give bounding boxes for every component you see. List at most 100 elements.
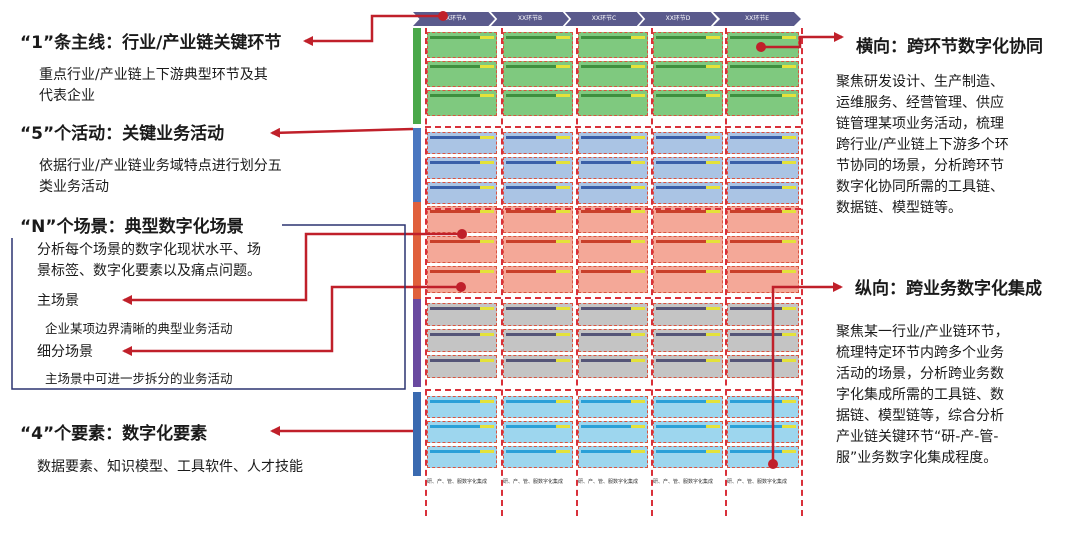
- scene-cell: [727, 90, 799, 116]
- scene-stripe: [656, 400, 720, 403]
- scene-stripe: [730, 94, 796, 97]
- scene-stripe: [506, 400, 570, 403]
- column-divider: [576, 28, 578, 516]
- main-line-title: “1”条主线：行业/产业链关键环节: [20, 33, 282, 53]
- scene-cell: [427, 132, 497, 154]
- scene-cell: [578, 182, 648, 204]
- scene-stripe: [656, 450, 720, 453]
- scene-tag: [631, 36, 645, 39]
- scene-cell: [653, 90, 723, 116]
- scene-cell: [653, 32, 723, 58]
- scene-cell: [427, 303, 497, 326]
- scene-stripe: [506, 36, 570, 39]
- vertical-desc-line: 服”业务数字化集成程度。: [836, 450, 998, 466]
- horizontal-desc-line: 数字化协同所需的工具链、: [836, 179, 1004, 195]
- scene-tag: [782, 333, 796, 336]
- scene-stripe: [430, 94, 494, 97]
- scene-cell: [427, 157, 497, 179]
- scene-stripe: [506, 270, 570, 273]
- footer-label: 研、产、管、服数字化集成: [653, 479, 714, 485]
- scene-cell: [503, 303, 573, 326]
- stage-chevron: XX环节B: [491, 12, 569, 26]
- scene-tag: [631, 210, 645, 213]
- scene-tag: [480, 425, 494, 428]
- vertical-desc-line: 产业链关键环节“研-产-管-: [836, 429, 999, 445]
- stage-chevron: XX环节D: [639, 12, 717, 26]
- scene-cell: [727, 266, 799, 293]
- scene-cell: [727, 236, 799, 263]
- scene-stripe: [656, 186, 720, 189]
- scene-tag: [706, 400, 720, 403]
- scene-cell: [653, 182, 723, 204]
- stage-chevron: XX环节C: [565, 12, 643, 26]
- scene-tag: [706, 161, 720, 164]
- scene-stripe: [506, 186, 570, 189]
- scenes-desc-2: 景标签、数字化要素以及痛点问题。: [37, 263, 261, 279]
- scene-stripe: [656, 425, 720, 428]
- scene-stripe: [506, 333, 570, 336]
- scene-cell: [427, 182, 497, 204]
- scene-tag: [782, 240, 796, 243]
- vertical-desc-line: 活动的场景，分析跨业务数: [836, 366, 1004, 382]
- scene-stripe: [506, 425, 570, 428]
- scene-tag: [480, 400, 494, 403]
- scene-cell: [727, 157, 799, 179]
- scene-tag: [631, 240, 645, 243]
- scene-stripe: [430, 186, 494, 189]
- scene-tag: [782, 450, 796, 453]
- scene-cell: [653, 396, 723, 418]
- scene-tag: [782, 307, 796, 310]
- sub-scene-label: 细分场景: [37, 344, 93, 360]
- scene-stripe: [656, 94, 720, 97]
- scene-cell: [578, 61, 648, 87]
- scene-stripe: [656, 65, 720, 68]
- scene-cell: [503, 61, 573, 87]
- scene-stripe: [656, 210, 720, 213]
- main-scene-desc: 企业某项边界清晰的典型业务活动: [45, 321, 233, 336]
- scene-tag: [480, 36, 494, 39]
- scene-tag: [556, 94, 570, 97]
- band-divider: [425, 126, 801, 128]
- scene-cell: [727, 355, 799, 378]
- column-divider: [801, 28, 803, 516]
- scene-stripe: [656, 359, 720, 362]
- scene-cell: [653, 355, 723, 378]
- column-divider: [651, 28, 653, 516]
- scene-tag: [556, 400, 570, 403]
- scene-stripe: [656, 307, 720, 310]
- scene-cell: [727, 206, 799, 233]
- band-divider: [425, 389, 801, 391]
- scene-tag: [480, 270, 494, 273]
- scene-tag: [631, 333, 645, 336]
- scene-tag: [480, 240, 494, 243]
- scene-stripe: [730, 307, 796, 310]
- scene-stripe: [656, 333, 720, 336]
- scene-stripe: [581, 65, 645, 68]
- activities-desc-1: 依据行业/产业链业务域特点进行划分五: [39, 158, 282, 174]
- column-divider: [725, 28, 727, 516]
- scene-tag: [631, 425, 645, 428]
- scene-cell: [427, 32, 497, 58]
- vertical-desc-line: 据链、模型链等，综合分析: [836, 408, 1004, 424]
- scene-cell: [503, 329, 573, 352]
- scene-stripe: [430, 400, 494, 403]
- scene-tag: [706, 210, 720, 213]
- scene-stripe: [656, 270, 720, 273]
- horizontal-desc-line: 运维服务、经营管理、供应: [836, 95, 1004, 111]
- scene-cell: [427, 421, 497, 443]
- scene-tag: [631, 270, 645, 273]
- scene-tag: [480, 94, 494, 97]
- scene-cell: [578, 396, 648, 418]
- scene-tag: [782, 210, 796, 213]
- scene-stripe: [430, 425, 494, 428]
- scene-tag: [556, 36, 570, 39]
- scene-cell: [427, 236, 497, 263]
- footer-label: 研、产、管、服数字化集成: [727, 479, 788, 485]
- scene-cell: [503, 355, 573, 378]
- scene-stripe: [581, 94, 645, 97]
- footer-label: 研、产、管、服数字化集成: [578, 479, 639, 485]
- scene-tag: [480, 359, 494, 362]
- scene-stripe: [730, 359, 796, 362]
- scene-tag: [556, 359, 570, 362]
- scene-tag: [631, 94, 645, 97]
